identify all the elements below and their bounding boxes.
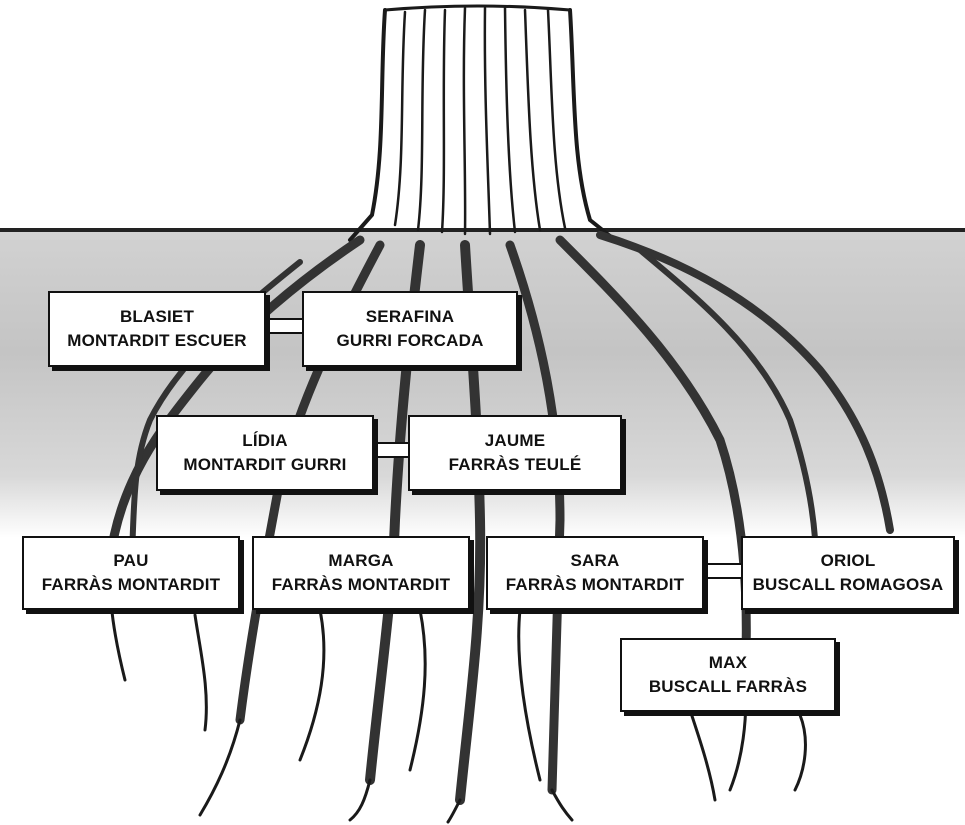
person-first-name: MARGA <box>328 549 393 573</box>
person-first-name: JAUME <box>485 429 546 453</box>
person-first-name: SERAFINA <box>366 305 455 329</box>
person-surname: BUSCALL ROMAGOSA <box>753 573 944 597</box>
person-surname: MONTARDIT GURRI <box>183 453 346 477</box>
person-box-marga: MARGA FARRÀS MONTARDIT <box>252 536 470 610</box>
person-surname: FARRÀS TEULÉ <box>449 453 582 477</box>
person-surname: BUSCALL FARRÀS <box>649 675 807 699</box>
person-box-serafina: SERAFINA GURRI FORCADA <box>302 291 518 367</box>
person-first-name: LÍDIA <box>242 429 287 453</box>
person-surname: GURRI FORCADA <box>336 329 483 353</box>
person-first-name: SARA <box>571 549 620 573</box>
person-surname: FARRÀS MONTARDIT <box>506 573 685 597</box>
person-box-jaume: JAUME FARRÀS TEULÉ <box>408 415 622 491</box>
person-first-name: MAX <box>709 651 747 675</box>
person-surname: MONTARDIT ESCUER <box>67 329 247 353</box>
person-box-sara: SARA FARRÀS MONTARDIT <box>486 536 704 610</box>
person-box-blasiet: BLASIET MONTARDIT ESCUER <box>48 291 266 367</box>
person-first-name: PAU <box>113 549 148 573</box>
person-box-max: MAX BUSCALL FARRÀS <box>620 638 836 712</box>
person-surname: FARRÀS MONTARDIT <box>42 573 221 597</box>
person-first-name: ORIOL <box>821 549 876 573</box>
person-surname: FARRÀS MONTARDIT <box>272 573 451 597</box>
person-box-pau: PAU FARRÀS MONTARDIT <box>22 536 240 610</box>
person-box-lidia: LÍDIA MONTARDIT GURRI <box>156 415 374 491</box>
couple-link-sara-oriol <box>702 563 742 579</box>
person-first-name: BLASIET <box>120 305 194 329</box>
person-box-oriol: ORIOL BUSCALL ROMAGOSA <box>741 536 955 610</box>
couple-link-lidia-jaume <box>371 442 409 458</box>
couple-link-blasiet-serafina <box>263 318 303 334</box>
